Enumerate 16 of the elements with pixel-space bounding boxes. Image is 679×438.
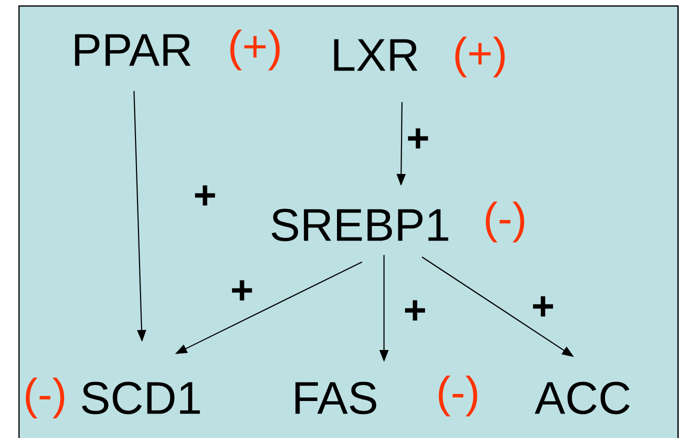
effect-label: (+) bbox=[230, 30, 280, 70]
effect-label: (-) bbox=[486, 202, 524, 242]
edge-label: + bbox=[405, 300, 426, 321]
effect-label: (-) bbox=[438, 376, 478, 416]
edge-label: + bbox=[533, 296, 554, 317]
gene-label: FAS bbox=[295, 382, 376, 414]
edge-label: + bbox=[408, 128, 428, 149]
gene-label: ACC bbox=[534, 382, 630, 414]
gene-label: SCD1 bbox=[82, 382, 200, 414]
edge-label: + bbox=[195, 185, 216, 206]
gene-label: PPAR bbox=[75, 34, 191, 66]
effect-label: (-) bbox=[26, 378, 64, 418]
gene-label: LXR bbox=[334, 39, 418, 71]
effect-label: (+) bbox=[455, 36, 505, 78]
gene-label: SREBP1 bbox=[272, 208, 448, 242]
edge-label: + bbox=[232, 280, 252, 301]
